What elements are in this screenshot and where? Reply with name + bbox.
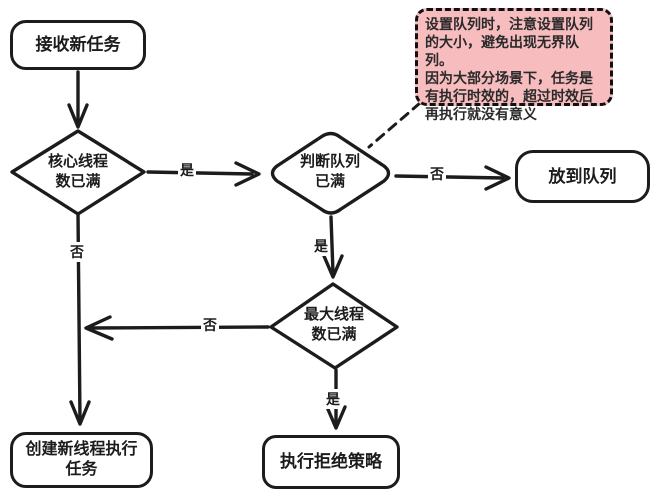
edge-label-max-to-reject-yes: 是 (324, 389, 342, 409)
arrowhead-queue-to-max (322, 254, 344, 279)
arrowhead-start-to-core (67, 103, 89, 129)
edge-label-max-to-left-no: 否 (201, 315, 219, 335)
arrowhead-core-to-queue (234, 161, 261, 187)
arrowhead-core-down-to-create (69, 400, 91, 426)
edge-queue-to-max (329, 215, 335, 275)
node-execute-rejection-policy: 执行拒绝策略 (262, 435, 400, 489)
note-connector-dashed-line (367, 101, 422, 149)
edge-label-core-down-no: 否 (68, 242, 86, 262)
diamond-max-threads-outline (269, 282, 399, 370)
arrowhead-max-to-reject (325, 405, 347, 430)
edge-label-queue-to-enqueue-no: 否 (428, 164, 446, 184)
diamond-core-threads-label: 核心线程 数已满 (47, 153, 108, 190)
note-queue-size-annotation: 设置队列时，注意设置队列的大小，避免出现无界队列。 因为大部分场景下，任务是有执… (415, 8, 613, 122)
diamond-queue-full-label: 判断队列 已满 (299, 153, 360, 190)
edge-queue-to-enqueue (394, 174, 505, 180)
node-create-new-thread: 创建新线程执行 任务 (10, 432, 153, 488)
edge-core-to-queue (146, 170, 254, 176)
diamond-core-threads-outline (10, 129, 146, 216)
arrowhead-max-to-left (84, 315, 114, 341)
edge-max-to-left (88, 325, 270, 330)
edge-label-queue-to-max-yes: 是 (312, 236, 330, 256)
node-put-into-queue: 放到队列 (515, 150, 650, 203)
arrowhead-queue-to-enqueue (484, 165, 511, 191)
diamond-queue-full-outline (270, 131, 391, 215)
node-receive-new-task: 接收新任务 (10, 20, 146, 70)
edge-label-core-to-queue-yes: 是 (178, 160, 196, 180)
diamond-max-threads-label: 最大线程 数已满 (303, 306, 364, 343)
